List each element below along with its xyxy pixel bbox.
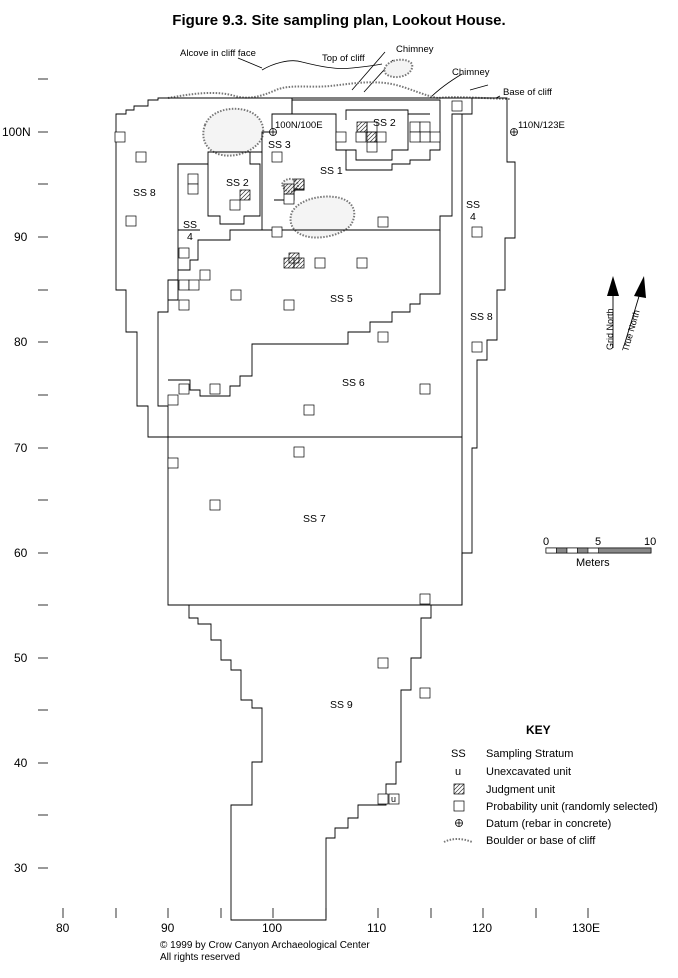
label-datum-1: 100N/100E: [275, 120, 323, 131]
key-label-judgment: Judgment unit: [486, 784, 555, 796]
credit-line-2: All rights reserved: [160, 952, 241, 963]
label-base-of-cliff: Base of cliff: [503, 87, 552, 98]
x-label-80: 80: [56, 921, 70, 935]
y-label-80: 80: [14, 335, 28, 349]
key-title: KEY: [526, 723, 551, 737]
scale-tick-10: 10: [644, 536, 656, 548]
datum-icon: [455, 819, 463, 827]
grid-north-label: Grid North: [605, 308, 615, 350]
label-datum-2: 110N/123E: [518, 120, 565, 131]
true-north-arrow: True North: [620, 276, 646, 353]
x-label-130e: 130E: [572, 921, 600, 935]
copyright-credit: © 1999 by Crow Canyon Archaeological Cen…: [160, 940, 370, 964]
key-probability-swatch: [453, 800, 465, 812]
stratum-label-ss2-east: SS 2: [373, 117, 396, 129]
x-axis-ticks: [62, 908, 589, 918]
key-label-unexcavated: Unexcavated unit: [486, 766, 571, 778]
stratum-label-ss7: SS 7: [303, 513, 326, 525]
stratum-label-ss4-west-a: SS: [183, 219, 197, 231]
scale-tick-0: 0: [543, 536, 549, 548]
stratum-boundaries: [115, 97, 516, 921]
unexcavated-marker: u: [391, 794, 396, 804]
label-top-of-cliff: Top of cliff: [322, 53, 365, 64]
label-chimney-1: Chimney: [396, 44, 434, 55]
judgment-units: [239, 121, 378, 269]
stratum-label-ss8-east: SS 8: [470, 311, 493, 323]
x-label-110: 110: [367, 921, 386, 935]
stratum-label-ss5: SS 5: [330, 293, 353, 305]
x-label-90: 90: [161, 921, 175, 935]
key-label-sampling-stratum: Sampling Stratum: [486, 748, 573, 760]
scale-unit: Meters: [576, 557, 610, 569]
boulders: [202, 58, 414, 239]
y-axis-ticks: [38, 78, 48, 869]
stratum-label-ss6: SS 6: [342, 377, 365, 389]
y-label-30: 30: [14, 861, 28, 875]
figure-title: Figure 9.3. Site sampling plan, Lookout …: [172, 12, 506, 29]
key-boulder-icon: [443, 838, 473, 843]
y-label-50: 50: [14, 651, 28, 665]
key-symbol-ss: SS: [451, 748, 466, 760]
y-label-90: 90: [14, 230, 28, 244]
unexcavated-unit: u: [388, 793, 400, 805]
cliff-top-lines: [237, 51, 501, 99]
key-label-boulder: Boulder or base of cliff: [486, 835, 596, 847]
key-symbol-u: u: [455, 766, 461, 778]
map-key: KEY SS Sampling Stratum u Unexcavated un…: [443, 723, 658, 847]
true-north-label: True North: [620, 309, 641, 353]
grid-north-arrow: Grid North: [605, 276, 619, 350]
y-label-40: 40: [14, 756, 28, 770]
key-label-probability: Probability unit (randomly selected): [486, 801, 658, 813]
datum-markers: [269, 128, 518, 136]
stratum-label-ss8-west: SS 8: [133, 187, 156, 199]
base-of-cliff-stipple: [167, 81, 511, 100]
north-arrows: Grid North True North: [605, 276, 646, 353]
stratum-label-ss3: SS 3: [268, 139, 291, 151]
stratum-label-ss4-west-b: 4: [187, 231, 193, 243]
y-label-100n: 100N: [2, 125, 31, 139]
stratum-label-ss9: SS 9: [330, 699, 353, 711]
datum-icon: [269, 128, 277, 136]
credit-line-1: © 1999 by Crow Canyon Archaeological Cen…: [160, 940, 370, 951]
key-label-datum: Datum (rebar in concrete): [486, 818, 611, 830]
label-chimney-2: Chimney: [452, 67, 490, 78]
scale-bar: 0 5 10 Meters: [543, 536, 656, 569]
stratum-label-ss4-east-b: 4: [470, 211, 476, 223]
probability-units: [114, 100, 483, 805]
datum-icon: [510, 128, 518, 136]
x-label-120: 120: [472, 921, 492, 935]
label-alcove: Alcove in cliff face: [180, 48, 256, 59]
key-judgment-swatch: [453, 783, 465, 795]
y-label-70: 70: [14, 441, 28, 455]
scale-tick-5: 5: [595, 536, 601, 548]
x-label-100: 100: [262, 921, 282, 935]
stratum-label-ss2-west: SS 2: [226, 177, 249, 189]
y-label-60: 60: [14, 546, 28, 560]
stratum-label-ss1: SS 1: [320, 165, 343, 177]
stratum-label-ss4-east-a: SS: [466, 199, 480, 211]
